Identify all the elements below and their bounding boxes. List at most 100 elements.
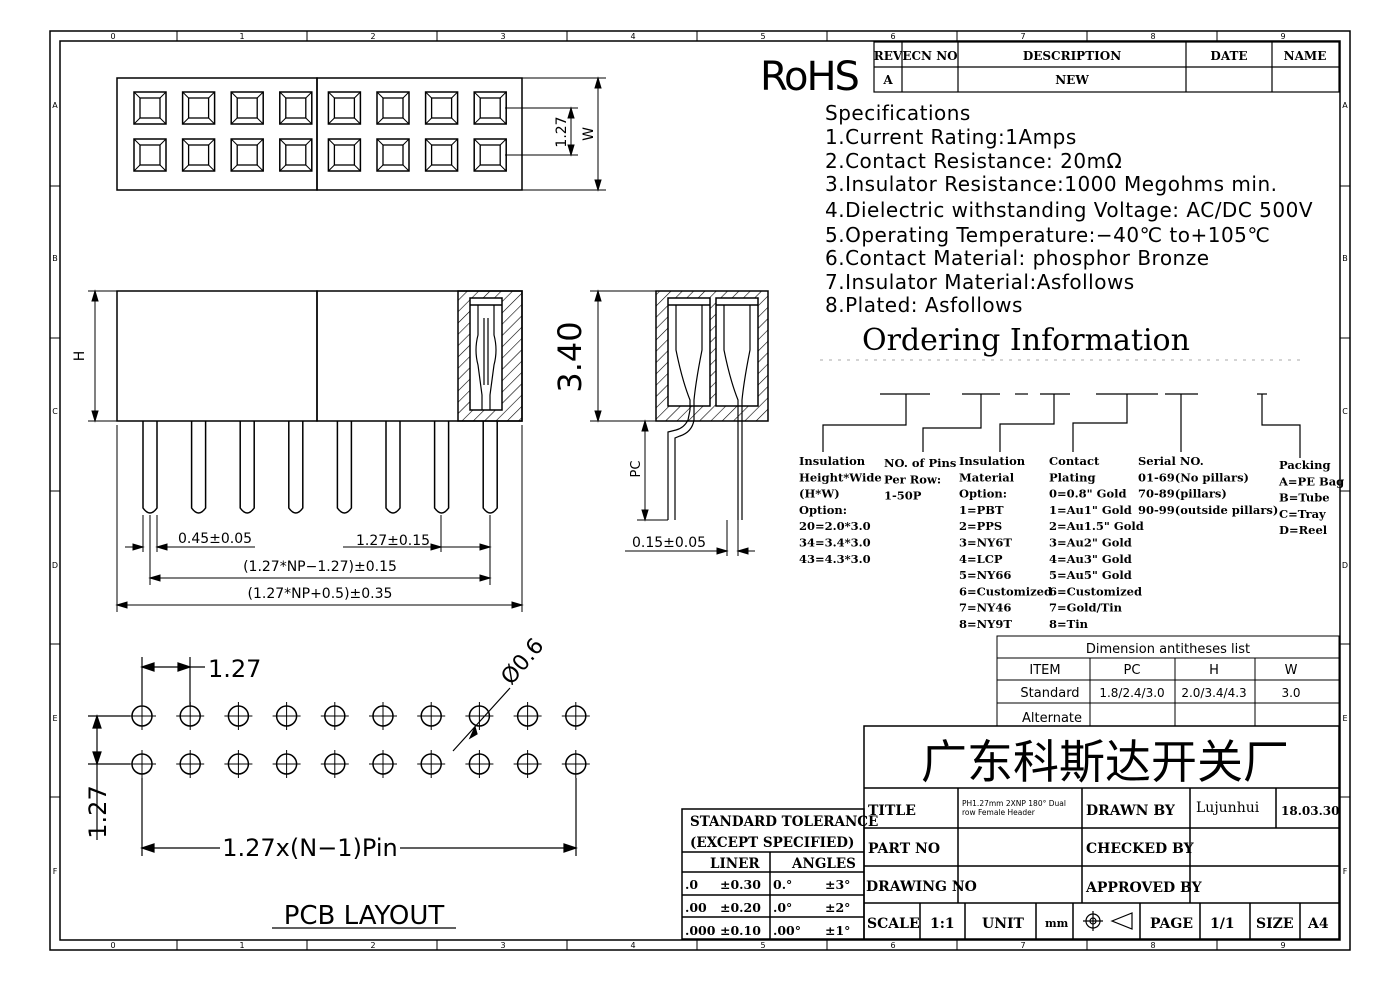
- contact-inner: [479, 144, 501, 166]
- description-value: NEW: [1055, 73, 1089, 87]
- drawn-by-label: DRAWN BY: [1086, 803, 1176, 819]
- ordering-option-line: 0=0.8" Gold: [1049, 487, 1127, 501]
- ordering-option-line: NO. of Pins: [884, 456, 956, 470]
- tolerance-cell: ±3°: [825, 877, 850, 892]
- pcb-layout-holes: [128, 702, 590, 778]
- date-header: DATE: [1210, 49, 1247, 63]
- contact-chamfer: [473, 91, 507, 125]
- contact-outer: [279, 138, 313, 172]
- grid-column-label: 3: [500, 32, 505, 41]
- row-span-label: (1.27*NP−1.27)±0.15: [243, 559, 397, 575]
- front-view-dimensions: [88, 289, 524, 612]
- contact-chamfer: [133, 91, 167, 125]
- dim-row-label: Alternate: [1022, 711, 1082, 726]
- title-block: [863, 725, 1340, 940]
- ordering-option-line: 1=Au1" Gold: [1049, 503, 1132, 517]
- ordering-option-line: Packing: [1279, 458, 1331, 472]
- tolerance-cell: ±0.10: [720, 923, 761, 938]
- spec-item: 4.Dielectric withstanding Voltage: AC/DC…: [825, 198, 1313, 222]
- ordering-title: Ordering Information: [862, 323, 1190, 358]
- contact-inner: [430, 97, 453, 119]
- grid-column-label: 9: [1280, 941, 1285, 950]
- ordering-option-line: B=Tube: [1279, 491, 1330, 505]
- dim-header-pc: PC: [1124, 663, 1141, 678]
- tolerance-cell: ±0.30: [720, 877, 761, 892]
- title-label: TITLE: [868, 803, 916, 819]
- contact-inner: [333, 144, 356, 166]
- ordering-option-line: Serial NO.: [1138, 454, 1204, 468]
- company-name: 广东科斯达开关厂: [921, 735, 1289, 789]
- dim-cell: 1.8/2.4/3.0: [1099, 686, 1164, 700]
- contact-chamfer: [376, 91, 410, 125]
- pin: [336, 421, 353, 514]
- contact-chamfer: [328, 138, 361, 172]
- contact-outer: [181, 91, 216, 125]
- ordering-option-line: 43=4.3*3.0: [799, 552, 871, 566]
- front-view-contact: [475, 305, 497, 410]
- ordering-option-line: 1=PBT: [959, 503, 1004, 517]
- contact-inner: [285, 144, 307, 166]
- grid-row-label: F: [53, 867, 58, 876]
- ordering-option-line: Option:: [959, 487, 1007, 501]
- grid-row-label: C: [52, 407, 58, 416]
- tolerance-title: STANDARD TOLERANCE: [690, 814, 878, 830]
- contact-chamfer: [230, 138, 264, 172]
- grid-column-label: 7: [1020, 32, 1025, 41]
- dim-header-w: W: [1285, 663, 1298, 678]
- tolerance-subtitle: (EXCEPT SPECIFIED): [690, 835, 854, 851]
- grid-column-label: 3: [500, 941, 505, 950]
- grid-column-label: 8: [1150, 941, 1155, 950]
- dim-header-h: H: [1209, 663, 1219, 678]
- side-view: [655, 290, 769, 422]
- contact-inner: [139, 144, 161, 166]
- side-view-contacts: [667, 305, 751, 520]
- contact-outer: [376, 138, 410, 172]
- ordering-option-line: Material: [959, 470, 1015, 484]
- contact-outer: [230, 91, 264, 125]
- grid-column-label: 9: [1280, 32, 1285, 41]
- contact-outer: [424, 138, 459, 172]
- pcb-span-label: 1.27x(N−1)Pin: [222, 834, 398, 862]
- projection-symbol-icon: [1083, 911, 1133, 931]
- contact-chamfer: [328, 91, 361, 125]
- grid-column-label: 6: [890, 32, 895, 41]
- specifications: Specifications 1.Current Rating:1Amps 2.…: [825, 101, 1313, 317]
- description-header: DESCRIPTION: [1023, 49, 1121, 63]
- tolerance-cell: .0: [685, 877, 698, 892]
- spec-item: 5.Operating Temperature:−40℃ to+105℃: [825, 223, 1270, 247]
- ordering-option-line: 34=3.4*3.0: [799, 536, 871, 550]
- rev-value: A: [882, 73, 893, 87]
- contact-inner: [236, 144, 258, 166]
- ordering-option-line: 4=LCP: [959, 552, 1003, 566]
- tolerance-cell: .00°: [773, 923, 801, 938]
- ordering-option-line: (H*W): [799, 487, 840, 501]
- tolerance-angles-header: ANGLES: [791, 856, 856, 872]
- grid-row-label: A: [1342, 101, 1348, 110]
- grid-column-label: 4: [630, 941, 635, 950]
- drawn-date: 18.03.30: [1281, 804, 1339, 818]
- contact-outer: [327, 91, 362, 125]
- ordering-option-line: 2=PPS: [959, 519, 1002, 533]
- ordering-option-line: 90-99(outside pillars): [1138, 503, 1278, 517]
- grid-column-label: 5: [760, 941, 765, 950]
- revision-table: [873, 41, 1340, 93]
- unit-value: mm: [1045, 917, 1069, 930]
- grid-row-label: E: [1342, 714, 1347, 723]
- part-no-label: PART NO: [868, 841, 940, 857]
- contact-chamfer: [279, 91, 313, 125]
- spec-item: 6.Contact Material: phosphor Bronze: [825, 246, 1210, 270]
- height-340-label: 3.40: [551, 321, 589, 392]
- contact-chamfer: [425, 91, 458, 125]
- pcb-pitch-x-label: 1.27: [208, 655, 261, 683]
- side-view-dimensions: [590, 289, 755, 556]
- dim-cell: 3.0: [1281, 686, 1300, 700]
- ordering-option-line: 6=Customized: [959, 584, 1052, 598]
- side-h-label: H: [72, 351, 88, 362]
- grid-column-label: 0: [110, 32, 115, 41]
- scale-value: 1:1: [930, 916, 955, 932]
- contact-inner: [187, 144, 210, 166]
- rev-header: REV: [874, 49, 903, 63]
- grid-row-label: D: [1342, 561, 1348, 570]
- page-value: 1/1: [1210, 916, 1235, 932]
- tolerance-cell: 0.°: [773, 877, 792, 892]
